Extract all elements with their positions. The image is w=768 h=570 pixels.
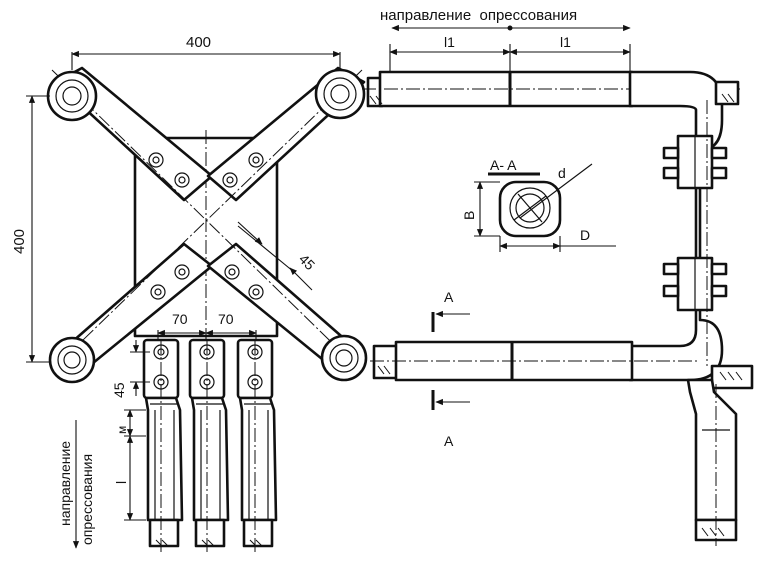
dim-l: l xyxy=(113,481,129,484)
side-direction-caption: направление опрессования xyxy=(57,420,95,549)
dim-45-angle: 45 xyxy=(296,251,318,273)
lug-3 xyxy=(236,338,278,552)
clamp-lower xyxy=(662,256,728,312)
down-branch xyxy=(686,378,738,522)
section-d: d xyxy=(558,165,566,181)
side-direction-line-2: опрессования xyxy=(79,454,95,545)
section-D: D xyxy=(580,227,590,243)
dim-70-right: 70 xyxy=(218,311,234,327)
ring-bottom-left xyxy=(48,336,96,384)
dim-400-horizontal: 400 xyxy=(186,34,211,51)
ring-top-left xyxy=(46,70,98,122)
dim-l1-right: l1 xyxy=(560,34,571,50)
dim-m: м xyxy=(115,426,129,434)
section-title: A- A xyxy=(490,157,517,173)
loop-conductor xyxy=(628,70,724,382)
dim-70-left: 70 xyxy=(172,311,188,327)
press-lugs: 45 м l xyxy=(111,338,278,552)
top-direction-caption: направление опрессования xyxy=(380,7,577,24)
arm-bolts xyxy=(148,152,264,300)
lug-1 xyxy=(142,338,184,552)
side-direction-line-1: направление xyxy=(57,441,73,526)
dim-400-vertical: 400 xyxy=(11,229,28,254)
lug-2 xyxy=(188,338,230,552)
section-aa: A- A d B D xyxy=(461,157,616,252)
dim-l1-left: l1 xyxy=(444,34,455,50)
spacer-view: 400 400 45 70 70 xyxy=(11,34,368,384)
section-mark-bottom: A xyxy=(444,433,454,449)
dim-45-lug: 45 xyxy=(111,382,127,398)
bottom-conductor xyxy=(372,344,400,380)
ring-top-right xyxy=(314,68,366,120)
clamp-upper xyxy=(662,134,728,190)
section-mark-top: A xyxy=(444,289,454,305)
loop-view: направление опрессования l1 l1 xyxy=(362,7,754,546)
ring-bottom-right xyxy=(320,334,368,382)
section-B: B xyxy=(461,211,477,220)
